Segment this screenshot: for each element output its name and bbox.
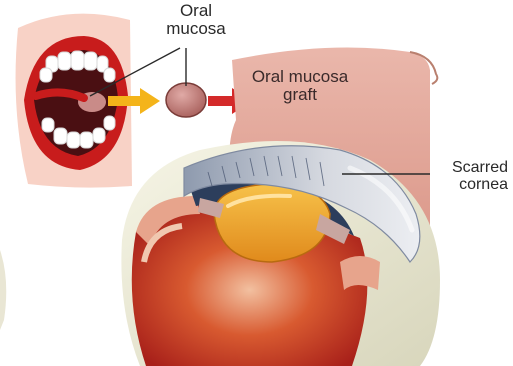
- harvested-mucosa: [166, 83, 206, 117]
- graft-label-line-2: graft: [240, 86, 360, 104]
- graft-label: Oral mucosa graft: [240, 68, 360, 104]
- oral-mucosa-label: Oral mucosa: [150, 2, 242, 38]
- scarred-cornea-label-line-1: Scarred: [428, 160, 508, 177]
- left-edge-shape: [0, 250, 6, 330]
- oral-mucosa-label-line-2: mucosa: [150, 20, 242, 38]
- graft-label-line-1: Oral mucosa: [240, 68, 360, 86]
- scarred-cornea-label: Scarred cornea: [428, 160, 508, 194]
- scarred-cornea-label-line-2: cornea: [428, 177, 508, 194]
- oral-mucosa-label-line-1: Oral: [150, 2, 242, 20]
